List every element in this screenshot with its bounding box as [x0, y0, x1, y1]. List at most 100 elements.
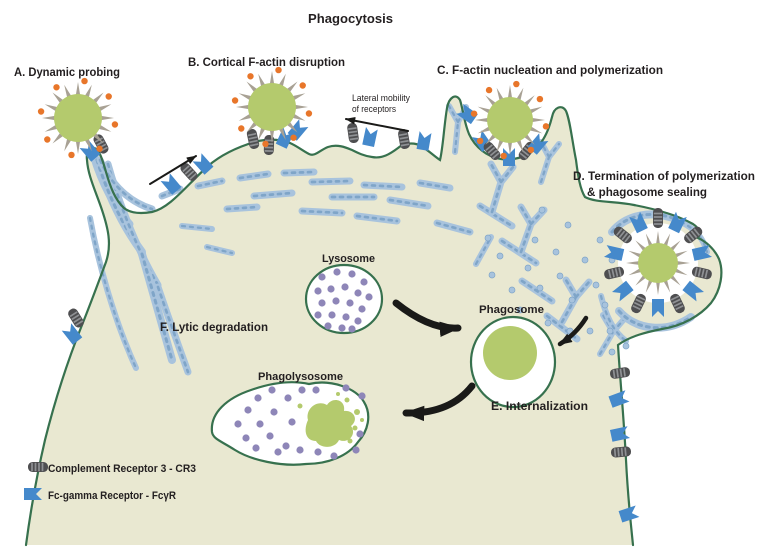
enzyme-dot: [298, 386, 306, 394]
fc-gamma-receptor-icon: [160, 173, 182, 195]
enzyme-dot: [242, 434, 250, 442]
pathogen-body: [248, 83, 296, 131]
pathogen-spike: [75, 138, 81, 154]
arrow-lysosome-to-phagosome: [392, 299, 462, 337]
cr3-receptor-icon: [347, 122, 359, 144]
enzyme-dot: [296, 446, 304, 454]
lysosome: [304, 263, 384, 335]
enzyme-dot: [348, 325, 356, 333]
opsonin-dot: [231, 97, 239, 104]
actin-filament-texture: [617, 309, 693, 330]
opsonin-dot: [37, 108, 45, 115]
actin-monomer-dot: [488, 271, 496, 279]
enzyme-dot: [333, 268, 341, 276]
phagolysosome-label: Phagolysosome: [258, 371, 343, 383]
enzyme-dot: [254, 394, 262, 402]
actin-filament-texture: [418, 181, 452, 190]
enzyme-dot: [314, 448, 322, 456]
fc-gamma-receptor-icon: [603, 245, 625, 261]
enzyme-dot: [342, 313, 350, 321]
cr3-receptor-icon: [68, 308, 84, 328]
arrow-phagosome-to-phagolysosome: [402, 382, 476, 422]
actin-network: [87, 103, 710, 376]
enzyme-dot: [327, 285, 335, 293]
fc-gamma-receptor-icon: [612, 280, 634, 302]
opsonin-dot: [513, 80, 520, 88]
actin-filament-texture: [88, 216, 138, 370]
actin-monomer-dot: [592, 281, 600, 289]
actin-filament-texture: [355, 214, 399, 223]
phagolysosome: [210, 381, 370, 466]
caption-b-cortical-f-actin-disruption: B. Cortical F-actin disruption: [188, 57, 345, 69]
cr3-receptor-icon: [483, 141, 501, 161]
cr3-receptor-icon: [609, 367, 631, 379]
opsonin-dot: [81, 77, 88, 85]
fc-gamma-receptor-icon: [682, 280, 704, 302]
pathogen-spike: [475, 117, 491, 123]
debris-bit: [336, 392, 340, 396]
cr3-receptor-icon: [684, 226, 703, 244]
actin-monomer-dot: [524, 264, 532, 272]
enzyme-dot: [312, 386, 320, 394]
enzyme-dot: [244, 406, 252, 414]
enzyme-dot: [352, 446, 360, 454]
enzyme-dot: [342, 384, 350, 392]
opsonin-dot: [470, 110, 478, 117]
actin-monomer-dot: [484, 234, 492, 242]
actin-monomer-dot: [544, 319, 552, 327]
actin-monomer-dot: [564, 221, 572, 229]
fc-gamma-receptor-icon: [416, 131, 432, 151]
actin-monomer-dot: [568, 296, 576, 304]
enzyme-dot: [314, 311, 322, 319]
fc-gamma-receptor-icon: [652, 299, 664, 317]
actin-filament-texture: [388, 198, 430, 208]
debris-bit: [352, 425, 358, 431]
fc-gamma-receptor-icon: [668, 211, 687, 234]
actin-filament-texture: [238, 172, 270, 180]
enzyme-dot: [288, 418, 296, 426]
debris-bit: [360, 418, 364, 422]
actin-filament-texture: [310, 179, 352, 184]
pathogen-b: [231, 66, 313, 148]
actin-monomer-dot: [508, 286, 516, 294]
enzyme-dot: [318, 273, 326, 281]
actin-monomer-dot: [581, 256, 589, 264]
pathogen-spike: [42, 115, 58, 121]
cr3-receptor-icon: [604, 266, 625, 280]
enzyme-dot: [256, 420, 264, 428]
lysosome-enzyme-dots: [314, 268, 373, 333]
actin-monomer-dot: [601, 301, 609, 309]
enzyme-dot: [348, 270, 356, 278]
pathogen-body: [638, 243, 678, 283]
enzyme-dot: [282, 442, 290, 450]
fc-gamma-receptor-icon: [192, 153, 214, 175]
cr3-receptor-icon: [691, 266, 712, 280]
actin-filament-texture: [520, 279, 554, 303]
enzyme-dot: [270, 408, 278, 416]
pathogen-spike: [269, 127, 275, 143]
enzyme-dot: [318, 299, 326, 307]
phagosome-label: Phagosome: [479, 304, 544, 316]
actin-filament-texture: [156, 285, 190, 374]
fc-gamma-receptor-icon: [79, 140, 101, 162]
enzyme-dot: [324, 322, 332, 330]
actin-filament-texture: [180, 224, 214, 231]
enzyme-dot: [252, 444, 260, 452]
opsonin-dot: [476, 137, 484, 145]
actin-filament-texture: [679, 220, 709, 254]
actin-monomer-dot: [586, 327, 594, 335]
enzyme-dot: [284, 394, 292, 402]
opsonin-dot: [238, 125, 245, 132]
actin-filament-texture: [106, 162, 160, 287]
debris-bit: [347, 438, 353, 444]
pathogen-d: [626, 231, 690, 295]
enzyme-dot: [346, 299, 354, 307]
cr3-receptor-icon: [631, 293, 646, 314]
pathogen-body: [487, 97, 533, 143]
enzyme-dot: [338, 324, 346, 332]
actin-filament-texture: [282, 170, 316, 175]
fc-gamma-receptor-icon: [629, 211, 648, 234]
opsonin-dot: [290, 134, 297, 141]
